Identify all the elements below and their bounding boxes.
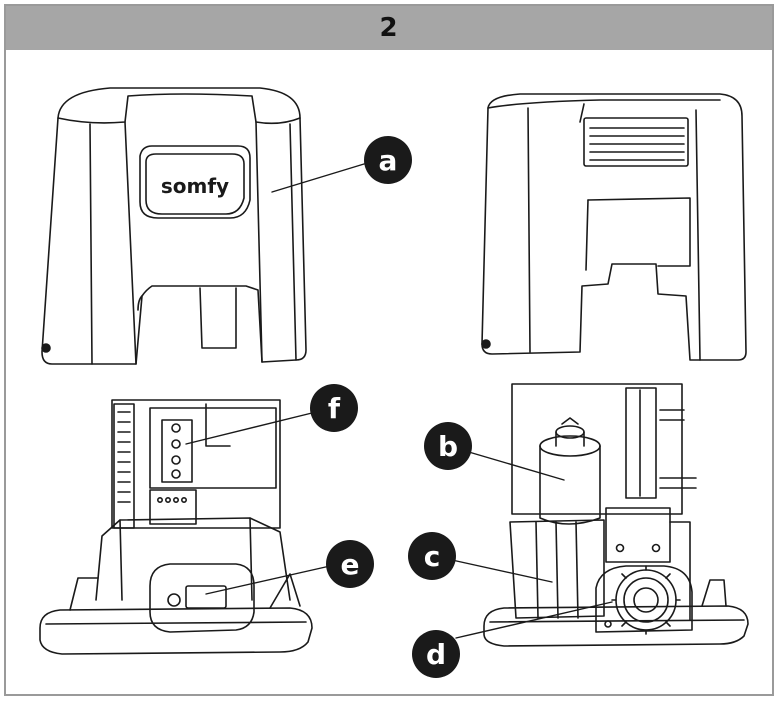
leader-c — [451, 559, 553, 583]
leader-d — [455, 601, 613, 639]
callout-d-label: d — [426, 638, 446, 671]
callout-f: f — [310, 384, 358, 432]
callout-e-label: e — [341, 548, 360, 581]
leader-a — [271, 163, 365, 193]
callout-f-label: f — [328, 392, 341, 425]
leader-lines — [185, 163, 613, 639]
callout-b-label: b — [438, 430, 458, 463]
motor-unit-front — [39, 399, 313, 655]
callout-e: e — [326, 540, 374, 588]
leader-e — [205, 565, 331, 595]
callout-d: d — [412, 630, 460, 678]
rear-cover — [481, 93, 747, 361]
step-header: 2 — [6, 6, 772, 50]
motor-unit-rear — [483, 383, 749, 647]
callout-b: b — [424, 422, 472, 470]
leader-b — [461, 449, 565, 481]
somfy-logo-text: somfy — [161, 174, 229, 198]
step-number: 2 — [379, 13, 399, 43]
callout-a-label: a — [379, 144, 398, 177]
callout-a: a — [364, 136, 412, 184]
callout-c-label: c — [424, 540, 441, 573]
leader-f — [185, 411, 317, 445]
callout-c: c — [408, 532, 456, 580]
figure-frame: 2 — [4, 4, 774, 696]
front-cover: somfy — [41, 87, 307, 365]
